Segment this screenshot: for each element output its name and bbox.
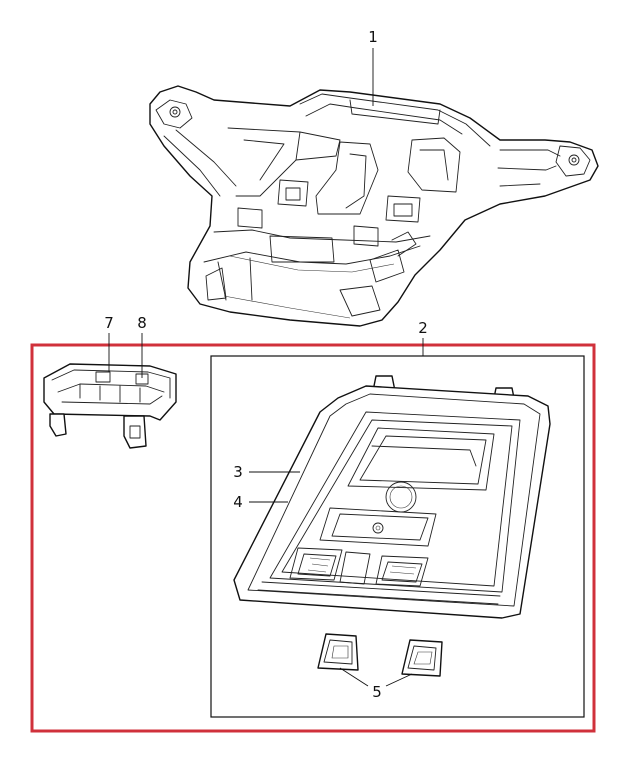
assembly-highlight-box (30, 343, 596, 733)
leader-lines (108, 48, 424, 687)
leader-5a (339, 667, 369, 687)
part-7-8-switch-module (43, 363, 177, 449)
part-1-console-bracket (149, 85, 599, 327)
part-3-4-console-housing (233, 375, 551, 619)
leader-5b (385, 673, 413, 687)
callout-numbers: 1 2 3 4 5 7 8 (104, 28, 428, 701)
callout-3: 3 (233, 463, 243, 481)
part-5-lenses (317, 633, 443, 677)
callout-2: 2 (418, 319, 428, 337)
assembly-inset-frame (210, 355, 585, 718)
callout-8: 8 (137, 314, 147, 332)
callout-4: 4 (233, 493, 243, 511)
callout-5: 5 (372, 683, 382, 701)
callout-1: 1 (368, 28, 378, 46)
callout-7: 7 (104, 314, 114, 332)
